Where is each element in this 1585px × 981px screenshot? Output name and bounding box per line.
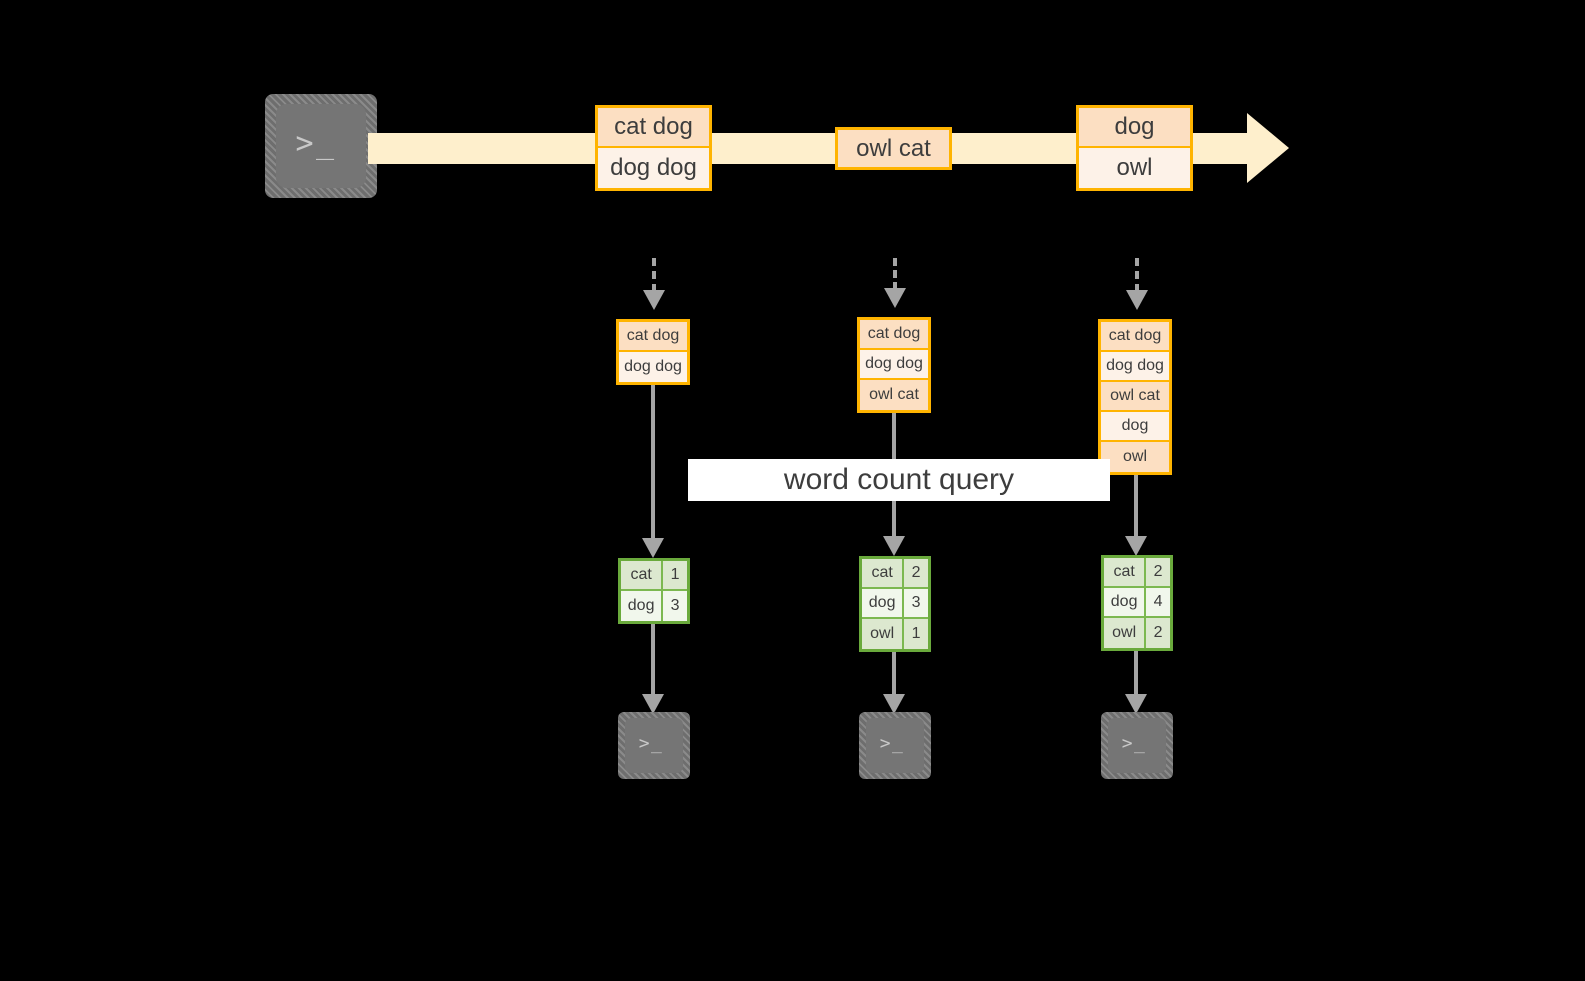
- result-row: cat 1: [621, 561, 687, 591]
- result-count: 1: [911, 625, 921, 642]
- snapshot-1-query-arrowhead: [642, 538, 664, 558]
- snapshot-2-sink-terminal-icon: >_: [859, 712, 931, 779]
- result-word: owl: [862, 619, 905, 649]
- snapshot-3-sink-terminal-icon: >_: [1101, 712, 1173, 779]
- snapshot-1-dashed-arrowhead: [643, 290, 665, 310]
- result-word: dog: [1104, 588, 1147, 616]
- result-count: 4: [1153, 593, 1163, 610]
- snapshot-1-dashed-connector: [652, 258, 656, 292]
- snapshot-3-accumulated-records: cat dog dog dog owl cat dog owl: [1098, 319, 1172, 475]
- snapshot-3-sink-arrowhead: [1125, 694, 1147, 714]
- query-label: word count query: [688, 459, 1110, 501]
- snapshot-3-sink-connector: [1134, 651, 1138, 696]
- stream-event-line: dog dog: [598, 148, 709, 188]
- result-count: 1: [670, 566, 680, 583]
- result-count: 2: [1153, 624, 1163, 641]
- terminal-screen: [1108, 718, 1166, 773]
- snapshot-2-dashed-arrowhead: [884, 288, 906, 308]
- terminal-prompt-label: >_: [295, 126, 337, 161]
- result-word: dog: [862, 589, 905, 617]
- snapshot-2-sink-connector: [892, 652, 896, 696]
- snapshot-2-sink-arrowhead: [883, 694, 905, 714]
- terminal-screen: [276, 104, 366, 188]
- accumulated-record-line: owl cat: [1101, 382, 1169, 412]
- accumulated-record-line: cat dog: [860, 320, 928, 350]
- arrow-right-icon: [1247, 113, 1289, 183]
- result-row: cat 2: [1104, 558, 1170, 588]
- stream-event-3: dog owl: [1076, 105, 1193, 191]
- result-row: owl 1: [862, 619, 928, 649]
- snapshot-1-sink-arrowhead: [642, 694, 664, 714]
- source-terminal-icon: >_: [265, 94, 377, 198]
- snapshot-3-dashed-connector: [1135, 258, 1139, 292]
- snapshot-1-sink-terminal-icon: >_: [618, 712, 690, 779]
- stream-event-1: cat dog dog dog: [595, 105, 712, 191]
- stream-event-line: owl cat: [838, 130, 949, 167]
- result-count: 2: [1153, 563, 1163, 580]
- terminal-prompt-label: >_: [638, 733, 664, 754]
- snapshot-3-dashed-arrowhead: [1126, 290, 1148, 310]
- result-word: cat: [862, 559, 905, 587]
- result-word: cat: [621, 561, 664, 589]
- snapshot-3-query-arrowhead: [1125, 536, 1147, 556]
- snapshot-2-query-arrowhead: [883, 536, 905, 556]
- accumulated-record-line: dog: [1101, 412, 1169, 442]
- accumulated-record-line: dog dog: [860, 350, 928, 380]
- result-word: owl: [1104, 618, 1147, 648]
- stream-event-line: owl: [1079, 148, 1190, 188]
- result-count: 3: [911, 594, 921, 611]
- snapshot-1-result-table: cat 1 dog 3: [618, 558, 690, 624]
- result-word: dog: [621, 591, 664, 621]
- accumulated-record-line: owl: [1101, 442, 1169, 472]
- stream-event-line: cat dog: [598, 108, 709, 148]
- stream-event-line: dog: [1079, 108, 1190, 148]
- accumulated-record-line: dog dog: [1101, 352, 1169, 382]
- result-count: 3: [670, 597, 680, 614]
- snapshot-3-result-table: cat 2 dog 4 owl 2: [1101, 555, 1173, 651]
- snapshot-1-accumulated-records: cat dog dog dog: [616, 319, 690, 385]
- result-count: 2: [911, 564, 921, 581]
- terminal-screen: [866, 718, 924, 773]
- snapshot-1-query-connector: [651, 385, 655, 540]
- result-row: dog 3: [862, 589, 928, 619]
- snapshot-3-query-connector: [1134, 475, 1138, 538]
- snapshot-1-sink-connector: [651, 624, 655, 696]
- accumulated-record-line: dog dog: [619, 352, 687, 382]
- result-row: dog 3: [621, 591, 687, 621]
- accumulated-record-line: cat dog: [1101, 322, 1169, 352]
- result-row: cat 2: [862, 559, 928, 589]
- terminal-prompt-label: >_: [879, 733, 905, 754]
- accumulated-record-line: owl cat: [860, 380, 928, 410]
- snapshot-2-result-table: cat 2 dog 3 owl 1: [859, 556, 931, 652]
- result-word: cat: [1104, 558, 1147, 586]
- snapshot-2-dashed-connector: [893, 258, 897, 290]
- snapshot-2-accumulated-records: cat dog dog dog owl cat: [857, 317, 931, 413]
- accumulated-record-line: cat dog: [619, 322, 687, 352]
- result-row: owl 2: [1104, 618, 1170, 648]
- terminal-prompt-label: >_: [1121, 733, 1147, 754]
- terminal-screen: [625, 718, 683, 773]
- result-row: dog 4: [1104, 588, 1170, 618]
- stream-event-2: owl cat: [835, 127, 952, 170]
